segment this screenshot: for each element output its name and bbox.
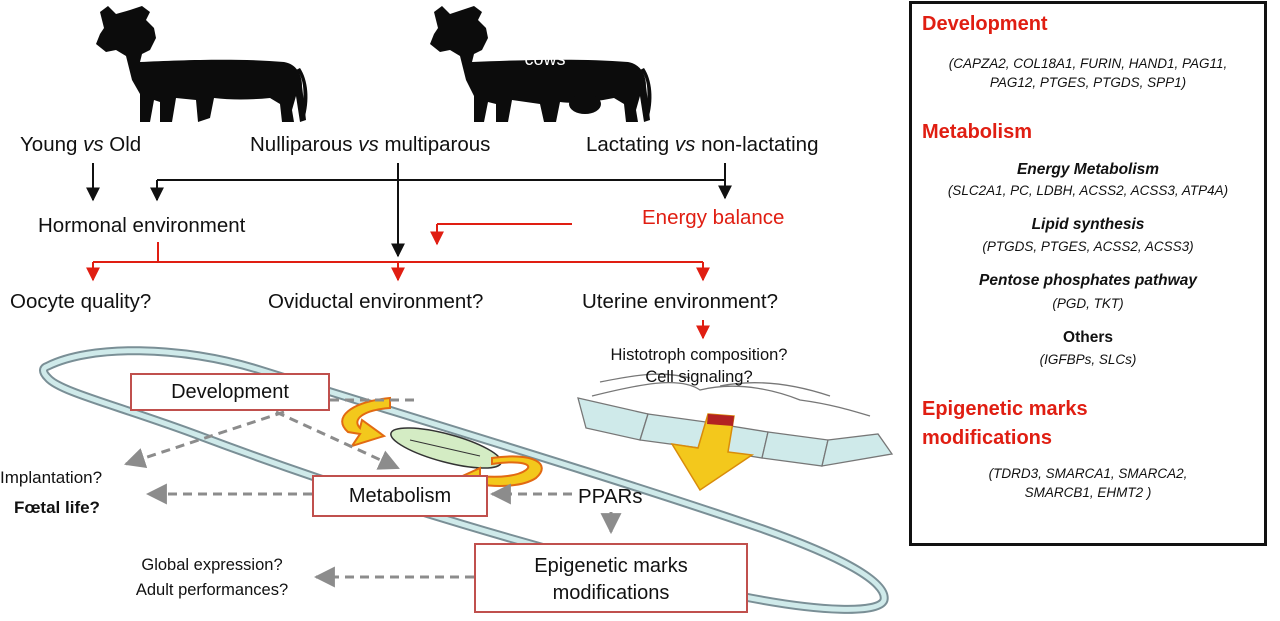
- panel-epigenetic-genes: (TDRD3, SMARCA1, SMARCA2, SMARCB1, EHMT2…: [912, 464, 1264, 502]
- development-box: Development: [130, 373, 330, 411]
- yellow-down-arrow-icon: [670, 413, 755, 492]
- lactating-label-line1: Lactating: [508, 24, 582, 44]
- implantation-label: Implantation?: [0, 468, 103, 487]
- epigenetic-genes-line2: SMARCB1, EHMT2 ): [1024, 485, 1152, 500]
- lactating-cow-icon: [430, 6, 652, 122]
- adult-performances-label: Adult performances?: [135, 581, 289, 599]
- development-genes-line1: (CAPZA2, COL18A1, FURIN, HAND1, PAG11,: [948, 56, 1228, 71]
- young-vs-old-label: Young vs Old: [20, 133, 142, 156]
- pentose-pathway-genes: (PGD, TKT): [1052, 296, 1124, 311]
- metabolism-box: Metabolism: [312, 475, 488, 517]
- lactating-vs-nonlactating-label: Lactating vs non-lactating: [586, 133, 819, 156]
- cell-signaling-label: Cell signaling?: [645, 368, 753, 386]
- heifer-cow-icon: [96, 6, 308, 122]
- ppars-label: PPARs: [578, 485, 643, 508]
- energy-metabolism-title: Energy Metabolism: [1016, 161, 1160, 178]
- grey-dashed-arrows: [124, 398, 622, 588]
- others-title: Others: [1063, 329, 1113, 346]
- heifers-label: Heifers: [189, 37, 247, 57]
- pentose-pathway-title: Pentose phosphates pathway: [979, 272, 1197, 289]
- lipid-synthesis-title: Lipid synthesis: [1031, 216, 1145, 233]
- epigenetic-box: Epigenetic marks modifications: [474, 543, 748, 613]
- panel-development-genes: (CAPZA2, COL18A1, FURIN, HAND1, PAG11, P…: [912, 54, 1264, 92]
- global-expression-labels: Global expression? Adult performances?: [108, 553, 316, 603]
- uterine-epithelium: [577, 373, 894, 467]
- oviductal-environment-label: Oviductal environment?: [268, 290, 484, 313]
- lactating-cows-label: Lactating cows: [500, 22, 590, 72]
- red-connectors: [86, 223, 710, 340]
- others-genes: (IGFBPs, SLCs): [1039, 352, 1137, 367]
- epigenetic-genes-line1: (TDRD3, SMARCA1, SMARCA2,: [988, 466, 1188, 481]
- hormonal-environment-label: Hormonal environment: [38, 214, 246, 237]
- global-expression-label: Global expression?: [141, 556, 283, 574]
- development-genes-line2: PAG12, PTGES, PTGDS, SPP1): [989, 75, 1187, 90]
- panel-development-title: Development: [922, 13, 1048, 35]
- nulliparous-vs-multiparous-label: Nulliparous vs multiparous: [250, 133, 491, 156]
- oocyte-quality-label: Oocyte quality?: [10, 290, 152, 313]
- epigenetic-box-line1: Epigenetic marks: [534, 555, 688, 577]
- black-connectors: [86, 163, 732, 258]
- gene-list-panel: Development (CAPZA2, COL18A1, FURIN, HAN…: [909, 1, 1267, 546]
- lactating-label-line2: cows: [524, 49, 566, 69]
- lipid-synthesis-genes: (PTGDS, PTGES, ACSS2, ACSS3): [982, 239, 1194, 254]
- panel-epigenetic-title-line1: Epigenetic marks: [922, 398, 1088, 420]
- panel-epigenetic-title: Epigenetic marks modifications: [922, 395, 1088, 453]
- panel-epigenetic-title-line2: modifications: [922, 427, 1053, 449]
- uterine-details: Histotroph composition? Cell signaling?: [584, 344, 814, 388]
- energy-balance-label: Energy balance: [642, 206, 785, 229]
- histotroph-label: Histotroph composition?: [610, 346, 788, 364]
- uterine-environment-label: Uterine environment?: [582, 290, 778, 313]
- epigenetic-box-line2: modifications: [552, 582, 670, 604]
- panel-metabolism-title: Metabolism: [922, 121, 1033, 143]
- energy-metabolism-genes: (SLC2A1, PC, LDBH, ACSS2, ACSS3, ATP4A): [947, 183, 1229, 198]
- foetal-life-label: Fœtal life?: [14, 498, 100, 517]
